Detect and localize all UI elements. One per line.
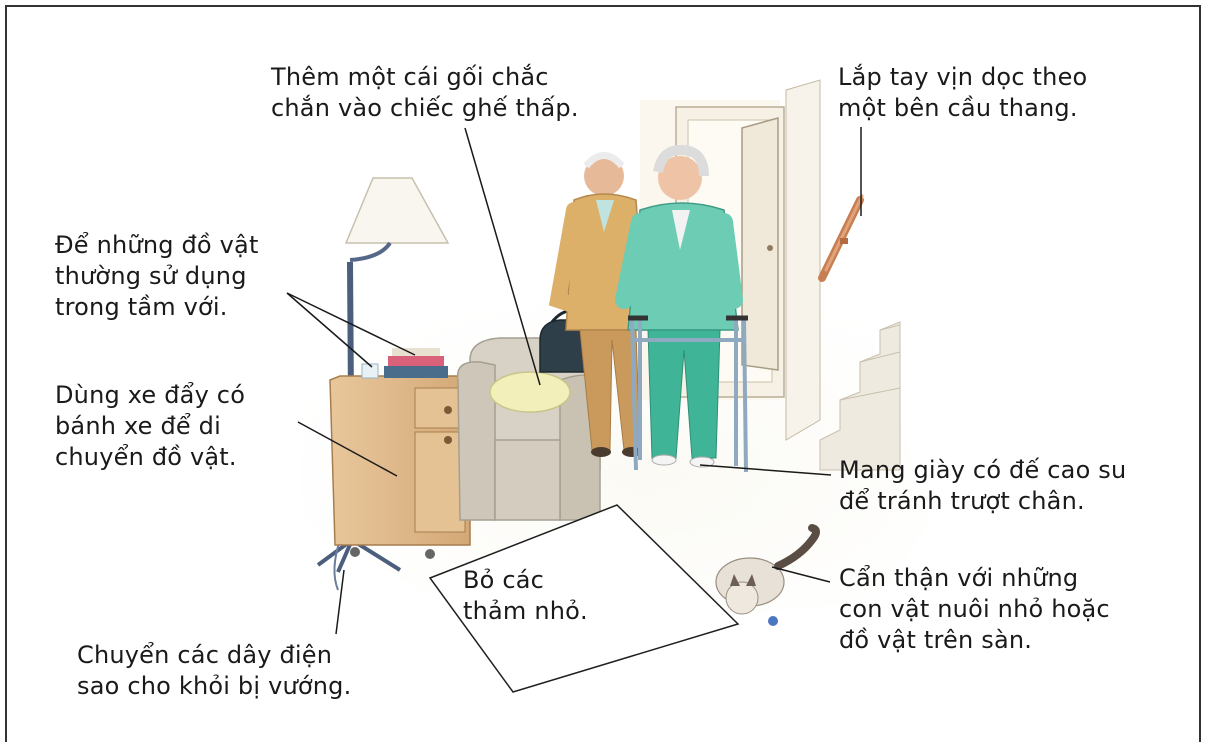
label-cords: Chuyển các dây điện sao cho khỏi bị vướn… <box>77 640 351 702</box>
label-handrail: Lắp tay vịn dọc theo một bên cầu thang. <box>838 62 1087 124</box>
stair-wall <box>786 80 900 470</box>
label-cart: Dùng xe đẩy có bánh xe để di chuyển đồ v… <box>55 380 245 473</box>
label-reach: Để những đồ vật thường sử dụng trong tầm… <box>55 230 259 323</box>
label-shoes: Mang giày có đế cao su để tránh trượt ch… <box>839 455 1126 517</box>
leader-cords <box>336 570 344 634</box>
label-pets: Cẩn thận với những con vật nuôi nhỏ hoặc… <box>839 563 1110 656</box>
handrail <box>822 196 862 278</box>
rolling-cabinet <box>330 348 470 559</box>
label-pillow: Thêm một cái gối chắc chắn vào chiếc ghế… <box>271 62 579 124</box>
leader-reach-a <box>287 293 372 367</box>
label-rugs: Bỏ các thảm nhỏ. <box>463 565 588 627</box>
